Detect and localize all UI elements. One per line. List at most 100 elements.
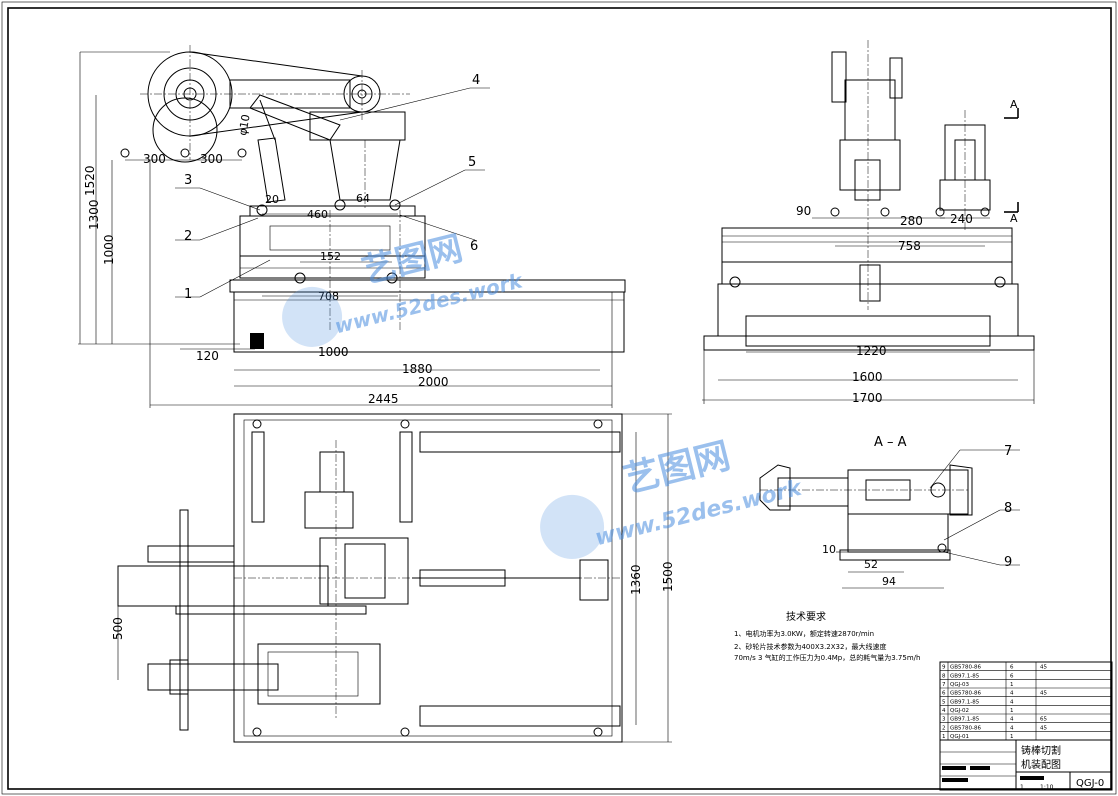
parts-cell-note: 65 [1040,717,1047,723]
watermark-top: 艺图网 www.52des.work [282,228,526,347]
section-mark-a-bottom: A [1010,212,1018,225]
parts-row: 8 GB97.1-85 6 [940,673,1112,680]
parts-row: 3 GB97.1-85 4 65 [940,717,1112,723]
watermark-url-top: www.52des.work [332,268,526,338]
dim-phi10: φ10 [236,113,252,136]
parts-cell-code: GB5780-86 [950,725,982,731]
parts-cell-note: 45 [1040,665,1047,671]
side-view-dimensions: 90 280 240 758 1220 1600 1700 [702,204,1035,405]
watermark-url-middle: www.52des.work [593,475,806,551]
plan-view [117,413,623,743]
parts-cell-code: GB97.1-85 [950,717,980,723]
callout-7: 7 [1004,444,1012,459]
dim-460: 460 [307,208,328,221]
dim-1220: 1220 [856,344,887,358]
callout-9: 9 [1004,555,1012,570]
title-name-line1: 铸棒切割 [1021,744,1061,757]
parts-cell-qty: 1 [1010,708,1014,714]
tech-line-2: 2、砂轮片技术参数为400X3.2X32，最大线速度 [734,642,886,651]
parts-row: 6 GB5780-86 4 45 [940,691,1112,697]
parts-cell-note: 45 [1040,691,1047,697]
dim-240: 240 [950,212,973,226]
dim-1000-horizontal: 1000 [318,345,349,359]
side-view: A A [703,40,1035,351]
dim-1880: 1880 [402,362,433,376]
dim-300-right: 300 [200,152,223,166]
watermark-middle: 艺图网 www.52des.work [540,435,806,559]
callout-4: 4 [472,73,480,88]
parts-cell-no: 7 [942,682,946,688]
parts-cell-qty: 4 [1010,691,1014,697]
dim-52: 52 [864,558,878,571]
parts-row: 4 QGJ-02 1 [940,708,1112,715]
parts-cell-code: QGJ-02 [950,708,969,714]
dim-300-left: 300 [143,152,166,166]
technical-requirements: 技术要求 1、电机功率为3.0KW，额定转速2870r/min 2、砂轮片技术参… [734,610,920,662]
callout-8: 8 [1004,501,1012,516]
parts-cell-no: 8 [942,673,946,679]
parts-row: 5 GB97.1-85 4 [940,699,1112,706]
parts-cell-no: 6 [942,691,946,697]
watermark-brand-top: 艺图网 [358,228,467,291]
parts-cell-code: GB5780-86 [950,691,982,697]
title-scale-b: 1:10 [1040,784,1054,791]
parts-cell-no: 5 [942,699,946,705]
dim-280: 280 [900,214,923,228]
parts-cell-code: GB5780-86 [950,665,982,671]
tech-line-3: 70m/s 3 气缸的工作压力为0.4Mp，总的耗气量为3.75m/h [734,653,920,662]
parts-cell-qty: 4 [1010,717,1014,723]
dim-1600: 1600 [852,370,883,384]
callout-3: 3 [184,173,192,188]
dim-1000: 1000 [102,234,116,265]
section-aa-view: A – A 7 8 9 10 52 94 [759,435,1020,589]
callout-1: 1 [184,287,192,302]
dim-2445: 2445 [368,392,399,406]
parts-row: 9 GB5780-86 6 45 [940,665,1112,671]
dim-1700: 1700 [852,391,883,405]
parts-cell-no: 9 [942,665,946,671]
dim-120: 120 [196,349,219,363]
parts-cell-no: 4 [942,708,946,714]
dim-94: 94 [882,575,896,588]
parts-cell-qty: 4 [1010,699,1014,705]
parts-cell-code: QGJ-01 [950,734,969,740]
parts-row: 2 GB5780-86 4 45 [940,725,1112,732]
dim-1520: 1520 [83,165,97,196]
parts-cell-qty: 1 [1010,682,1014,688]
title-drawing-no: QGJ-0 [1076,778,1104,789]
dim-10-small: 10 [822,543,836,556]
parts-cell-note: 45 [1040,725,1047,731]
parts-cell-no: 2 [942,725,946,731]
front-view-callouts: 4 5 6 3 2 1 [175,73,490,302]
dim-1360: 1360 [629,564,643,595]
parts-cell-code: GB97.1-85 [950,673,980,679]
parts-cell-qty: 4 [1010,725,1014,731]
section-aa-title: A – A [874,435,907,450]
section-mark-a-top: A [1010,98,1018,111]
watermark-brand-middle: 艺图网 [620,435,735,501]
tech-line-1: 1、电机功率为3.0KW，额定转速2870r/min [734,629,874,638]
front-view [140,45,626,353]
parts-cell-qty: 6 [1010,673,1014,679]
title-name-line2: 机装配图 [1021,758,1061,771]
title-scale-a: 1 [1020,784,1024,791]
parts-cell-code: GB97.1-85 [950,699,980,705]
dim-20: 20 [265,193,279,206]
callout-6: 6 [470,239,478,254]
parts-cell-no: 3 [942,717,946,723]
dim-64: 64 [356,192,370,205]
callout-2: 2 [184,229,192,244]
dim-1500: 1500 [661,561,675,592]
tech-title: 技术要求 [786,610,826,623]
dim-500: 500 [111,617,125,640]
front-view-dimensions: 1520 1300 1000 300 300 φ10 20 460 64 152… [78,51,613,408]
parts-cell-no: 1 [942,734,946,740]
parts-cell-qty: 6 [1010,665,1014,671]
callout-5: 5 [468,155,476,170]
inner-frame [7,7,1112,790]
dim-90: 90 [796,204,811,218]
